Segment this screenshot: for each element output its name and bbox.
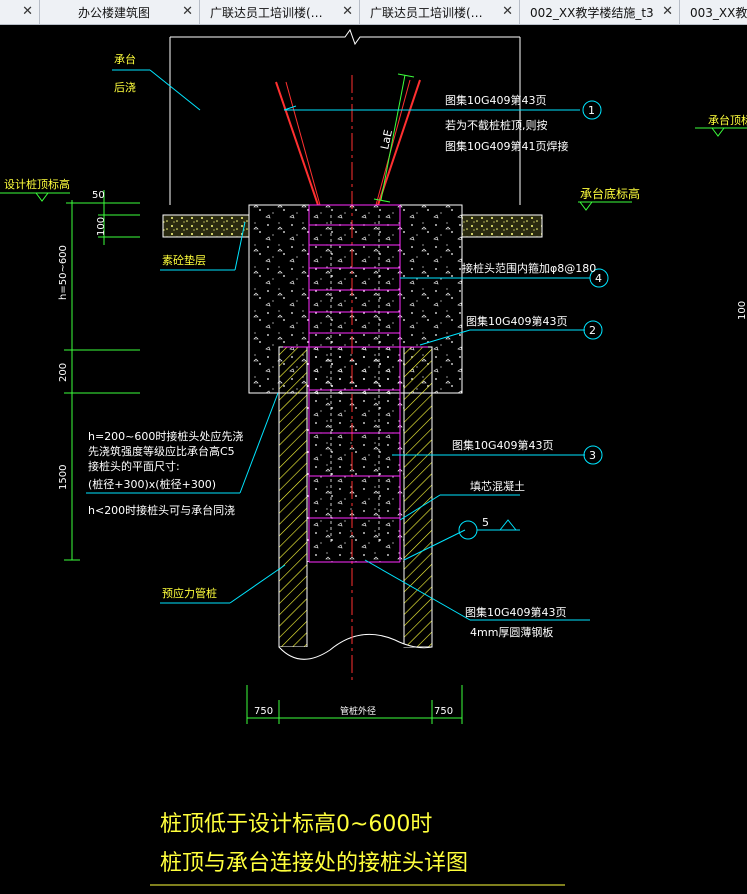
bottom-dimension [246,685,463,724]
pile-wall-right [403,346,433,648]
callout-1: 1 [582,100,602,120]
label-ref3: 图集10G409第43页 [452,438,554,452]
callout-3: 3 [583,445,603,465]
label-ref1: 图集10G409第43页 [445,93,547,107]
tab-teaching-002[interactable]: 002_XX教学楼结施_t3 ✕ [520,0,680,24]
tab-label: 002_XX教学楼结施_t3 [530,5,654,20]
note-line-2: 先浇筑强度等级应比承台高C5 [88,444,235,458]
dim-200: 200 [58,363,69,382]
pile-infill [307,347,404,562]
weld-symbol: 5 [458,516,520,540]
tab-0[interactable]: ✕ [0,0,40,24]
svg-text:4: 4 [595,272,602,285]
label-post-pour: 后浇 [114,81,136,94]
tab-bar: ✕ 办公楼建筑图 ✕ 广联达员工培训楼(… ✕ 广联达员工培训楼(… ✕ 002… [0,0,747,25]
rebar-left-inner [285,81,321,206]
dim-side-100: 100 [737,301,747,320]
tab-training-2[interactable]: 广联达员工培训楼(… ✕ [360,0,520,24]
gravel-cushion-right [461,214,543,238]
note-line-5: h<200时接桩头可与承台同浇 [88,503,235,517]
tab-close-icon[interactable]: ✕ [662,4,673,19]
pile-diameter-label: 管桩外径 [340,705,376,717]
svg-text:2: 2 [589,324,596,337]
label-ref4: 接桩头范围内箍加φ8@180 [462,261,596,275]
cap-bottom-label: 承台底标高 [580,186,640,201]
callout-4: 4 [589,268,609,288]
tab-label: 广联达员工培训楼(… [370,5,483,20]
tab-label: 广联达员工培训楼(… [210,5,323,20]
note-line-1: h=200~600时接桩头处应先浇 [88,429,243,443]
rebar-right [377,79,421,206]
label-cap: 承台 [114,52,136,66]
break-line [170,28,520,46]
label-infill: 填芯混凝土 [470,479,525,493]
label-gravel: 素砼垫层 [162,253,206,267]
cap-top-label: 承台顶标高 [708,113,747,127]
label-ref1b: 若为不截桩桩顶,则按 [445,118,548,132]
cap-bottom-marker [578,201,632,211]
svg-text:5: 5 [482,516,489,529]
label-ref2: 图集10G409第43页 [466,314,568,328]
dim-1500: 1500 [58,465,69,490]
tab-teaching-003[interactable]: 003_XX教学 [680,0,747,24]
tab-close-icon[interactable]: ✕ [342,4,353,19]
lae-dimension [373,73,415,203]
tab-close-icon[interactable]: ✕ [182,4,193,19]
lae-label: LaE [378,128,395,150]
rebar-cage [283,204,428,563]
pile-break [278,633,433,660]
tab-label: 003_XX教学 [690,5,747,20]
note-line-3: 接桩头的平面尺寸: [88,459,180,473]
cap-top-marker [695,127,747,137]
tab-close-icon[interactable]: ✕ [502,4,513,19]
design-pile-top-label: 设计桩顶标高 [4,177,70,191]
note-line-4: (桩径+300)x(桩径+300) [88,477,216,491]
rebar-left [275,81,319,206]
dim-750-left: 750 [254,706,273,717]
left-dimension-chain [64,190,140,561]
tab-close-icon[interactable]: ✕ [22,4,33,19]
drawing-title-line-2: 桩顶与承台连接处的接桩头详图 [160,851,468,876]
callout-2: 2 [583,320,603,340]
drawing-title-line-1: 桩顶低于设计标高0~600时 [160,812,432,837]
dim-h: h=50~600 [58,245,69,300]
dim-50: 50 [92,190,105,201]
tab-office-building[interactable]: 办公楼建筑图 ✕ [40,0,200,24]
svg-text:1: 1 [588,104,595,117]
gravel-cushion-left [162,214,250,238]
rebar-right-inner [375,79,411,206]
dim-100: 100 [96,217,107,236]
dim-750-right: 750 [434,706,453,717]
svg-text:3: 3 [589,449,596,462]
label-steel-plate: 4mm厚圆薄钢板 [470,625,553,639]
pile-wall-left [278,346,308,648]
label-ref-bottom: 图集10G409第43页 [465,605,567,619]
tab-training-1[interactable]: 广联达员工培训楼(… ✕ [200,0,360,24]
design-pile-top-marker [0,192,70,202]
tab-label: 办公楼建筑图 [78,5,151,20]
cad-drawing-canvas[interactable]: LaE 50 100 h=50~600 200 1500 100 750 管桩外… [0,25,747,894]
leader-lines [86,69,590,621]
label-ref1c: 图集10G409第41页焊接 [445,139,569,153]
label-prestressed-pile: 预应力管桩 [162,586,217,600]
rebar-cage-dashed [330,215,380,545]
